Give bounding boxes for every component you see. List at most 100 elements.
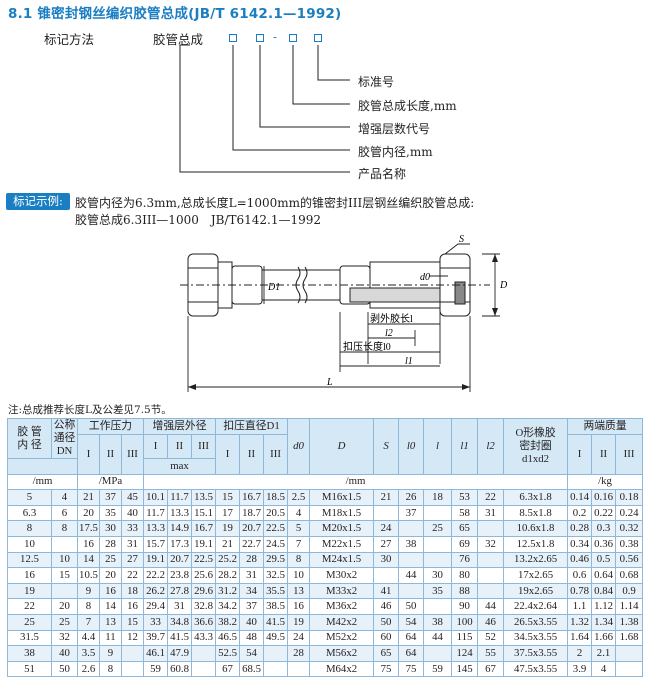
table-cell: 0.36 <box>591 535 617 553</box>
table-cell: 0.5 <box>591 551 617 569</box>
table-cell: 2.6 <box>77 660 100 677</box>
table-cell: 10 <box>51 551 78 569</box>
table-cell: 64 <box>398 629 425 647</box>
table-cell: 9 <box>99 645 122 662</box>
table-cell: 39.7 <box>143 629 169 647</box>
table-cell <box>477 582 505 600</box>
table-cell <box>423 645 453 662</box>
table-cell: 19 <box>287 613 311 631</box>
th-nominal: 公称 通径 DN <box>51 418 78 459</box>
table-cell <box>398 551 425 569</box>
table-cell: 4.4 <box>77 629 100 647</box>
table-cell: 8 <box>7 520 52 537</box>
table-cell: 38.2 <box>215 613 241 631</box>
table-cell: 28 <box>287 645 311 662</box>
table-cell: 34.5x3.55 <box>503 629 569 647</box>
table-cell: M42x2 <box>309 613 375 631</box>
table-cell: 3.5 <box>77 645 100 662</box>
table-cell: 1.1 <box>567 598 593 615</box>
th-l0: l0 <box>398 418 425 475</box>
table-cell <box>423 598 453 615</box>
hose-assembly-drawing: S D1 d0 D 剥外胶长l l2 扣压长度l0 l1 L <box>180 234 508 392</box>
table-cell: 40 <box>120 504 145 522</box>
table-cell <box>191 660 217 677</box>
table-cell: 17.5 <box>77 520 100 537</box>
table-cell: 41.5 <box>263 613 289 631</box>
table-cell: 60.8 <box>167 660 193 677</box>
table-cell: 49.5 <box>263 629 289 647</box>
table-cell: M52x2 <box>309 629 375 647</box>
table-cell: 0.34 <box>567 535 593 553</box>
table-cell: 65 <box>373 645 400 662</box>
table-cell: 45 <box>120 489 145 506</box>
table-cell: 20 <box>77 504 100 522</box>
table-cell: 5 <box>7 489 52 506</box>
th-oring: O形橡胶 密封圈 d1xd2 <box>503 418 569 475</box>
table-cell: 16 <box>287 598 311 615</box>
table-cell: 26 <box>398 489 425 506</box>
table-cell: 6.3x1.8 <box>503 489 569 506</box>
table-cell: 32.8 <box>191 598 217 615</box>
table-cell: 1.64 <box>567 629 593 647</box>
th-reinforce-od: 增强层外径 <box>143 418 217 435</box>
table-cell: 30 <box>423 567 453 584</box>
th-c-i: I <box>215 433 241 475</box>
table-cell <box>120 645 145 662</box>
table-cell <box>263 660 289 677</box>
table-cell: 31.2 <box>215 582 241 600</box>
table-cell: 25 <box>423 520 453 537</box>
table-cell: 4 <box>287 504 311 522</box>
table-cell: 43.3 <box>191 629 217 647</box>
table-cell: 50 <box>398 598 425 615</box>
th-p-ii: II <box>99 433 122 475</box>
table-cell: 18.7 <box>239 504 265 522</box>
table-cell: 13.2x2.65 <box>503 551 569 569</box>
table-cell: 1.68 <box>615 629 644 647</box>
table-cell: 76 <box>451 551 479 569</box>
table-cell: 4 <box>51 489 78 506</box>
table-cell: 0.22 <box>591 504 617 522</box>
table-cell: 0.6 <box>567 567 593 584</box>
th-blank <box>7 458 78 475</box>
th-od-i: I <box>143 433 169 460</box>
table-cell: 31 <box>477 504 505 522</box>
unit-kg: /kg <box>567 473 644 491</box>
table-cell: 7 <box>77 613 100 631</box>
th-c-iii: III <box>263 433 289 475</box>
marking-leader-lines <box>179 44 350 173</box>
table-cell: 64 <box>398 645 425 662</box>
th-crimp-d1: 扣压直径D1 <box>215 418 289 435</box>
legend-assembly-length: 胶管总成长度,mm <box>358 99 457 113</box>
table-cell: 44 <box>423 629 453 647</box>
th-m-ii: II <box>591 433 617 475</box>
table-cell: 10.6x1.8 <box>503 520 569 537</box>
table-cell: 29.5 <box>263 551 289 569</box>
table-cell: 0.9 <box>615 582 644 600</box>
section-title: 8.1 锥密封钢丝编织胶管总成(JB/T 6142.1—1992) <box>8 6 342 22</box>
table-cell: 22 <box>7 598 52 615</box>
th-inner-diameter: 胶 管 内 径 <box>7 418 52 459</box>
table-cell: M56x2 <box>309 645 375 662</box>
table-cell: 22.5 <box>263 520 289 537</box>
table-cell: 20 <box>51 598 78 615</box>
th-p-i: I <box>77 433 100 475</box>
table-cell: 20.5 <box>263 504 289 522</box>
table-cell: 52.5 <box>215 645 241 662</box>
th-l1: l1 <box>451 418 479 475</box>
marking-method-label: 标记方法 <box>44 32 95 47</box>
table-cell: 0.14 <box>567 489 593 506</box>
table-cell: 28 <box>99 535 122 553</box>
table-cell: 19x2.65 <box>503 582 569 600</box>
table-cell: 55 <box>477 645 505 662</box>
table-cell: 22.5 <box>191 551 217 569</box>
table-cell: 37 <box>239 598 265 615</box>
table-cell: 30 <box>99 520 122 537</box>
table-cell: 37 <box>398 504 425 522</box>
th-od-iii: III <box>191 433 217 460</box>
table-cell: 51 <box>7 660 52 677</box>
table-cell: 67 <box>477 660 505 677</box>
